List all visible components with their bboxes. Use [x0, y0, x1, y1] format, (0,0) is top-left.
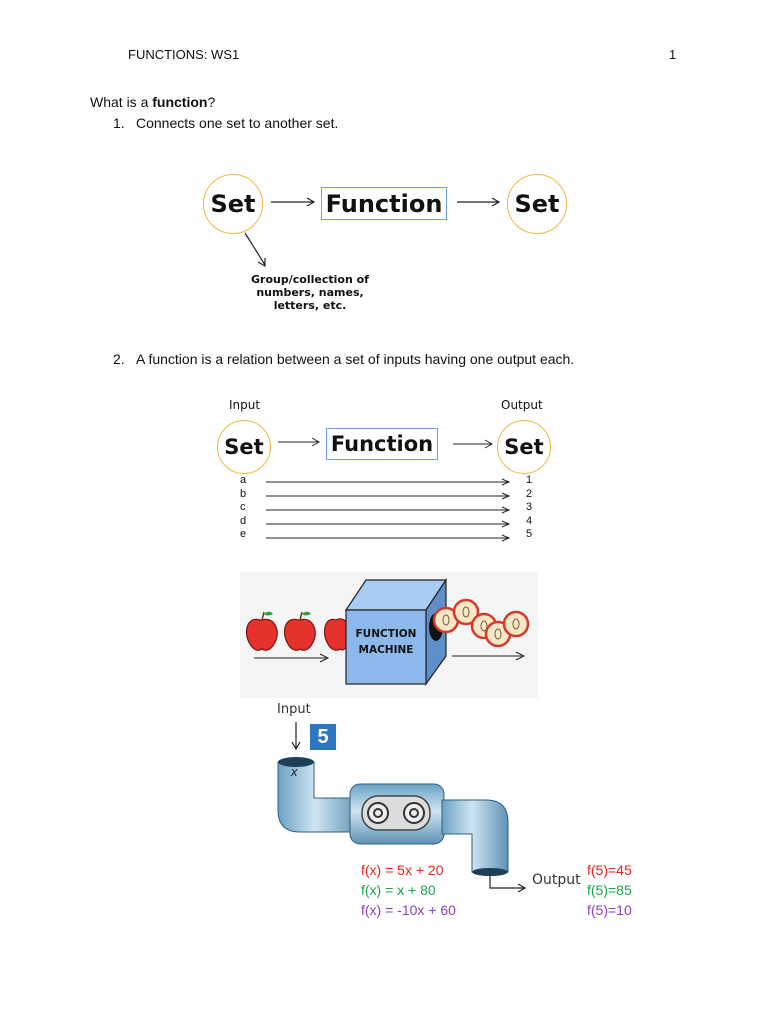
input-value: e [240, 528, 247, 540]
pipe-variable: x [291, 764, 298, 779]
result-green: f(5)=85 [587, 882, 632, 898]
list-item-1-text: Connects one set to another set. [136, 115, 339, 131]
apple-icon [323, 618, 349, 651]
pipe-graphic [277, 722, 527, 893]
function-machine-graphic [245, 578, 530, 686]
output-value: 1 [526, 474, 533, 486]
equation-red: f(x) = 5x + 20 [361, 862, 444, 878]
annotation-line: numbers, names, [256, 286, 364, 299]
apple-half-icon [502, 610, 530, 638]
input-label: Input [229, 398, 261, 412]
function-box: Function [321, 187, 447, 220]
output-value: 3 [526, 501, 533, 513]
set-circle-left: Set [203, 174, 263, 234]
input-output-diagram: Input Output Set Function Set a b c d e … [208, 392, 558, 552]
annotation-line: Group/collection of [251, 273, 369, 286]
arrow-right-icon [453, 439, 494, 449]
pipe-function-machine: Input 5 x Output [270, 700, 610, 900]
mapping-arrows [266, 437, 511, 542]
question-text: What is a [90, 94, 153, 110]
output-value: 4 [526, 514, 533, 527]
set-annotation: Group/collection of numbers, names, lett… [245, 273, 375, 312]
result-list: f(5)=45 f(5)=85 f(5)=10 [587, 860, 632, 920]
apple-half-icon [452, 598, 480, 626]
mapping-arrow [266, 506, 511, 514]
output-values: 1 2 3 4 5 [526, 474, 532, 542]
question-keyword: function [152, 94, 208, 110]
mapping-arrow [266, 534, 511, 542]
input-value: c [240, 501, 246, 513]
machine-label: FUNCTION MACHINE [346, 626, 426, 658]
mapping-arrow [266, 478, 511, 486]
list-item-2-number: 2. [113, 351, 125, 367]
document-title: FUNCTIONS: WS1 [128, 47, 240, 62]
input-set-circle: Set [217, 420, 271, 474]
arrow-down-icon [291, 722, 301, 751]
arrow-right-icon [271, 197, 316, 207]
input-value-badge: 5 [310, 724, 336, 750]
set-function-diagram: Set Function Set Group/collection of num… [195, 165, 585, 315]
arrow-right-icon [278, 437, 321, 447]
question-mark: ? [207, 94, 216, 110]
apple-icon [245, 611, 278, 651]
diagram-arrows [244, 197, 501, 268]
arrow-right-icon [457, 197, 501, 207]
function-box: Function [326, 428, 438, 460]
arrow-right-icon [489, 876, 527, 893]
input-value: d [240, 514, 247, 527]
machine-label-line: FUNCTION [355, 628, 417, 640]
result-red: f(5)=45 [587, 862, 632, 878]
input-value: a [240, 474, 247, 486]
machine-label-line: MACHINE [358, 644, 414, 656]
list-item-2-text: A function is a relation between a set o… [136, 351, 575, 367]
output-set-circle: Set [497, 420, 551, 474]
mapping-arrow [266, 492, 511, 500]
arrow-down-icon [244, 232, 266, 268]
list-item-1-number: 1. [113, 115, 125, 131]
result-purple: f(5)=10 [587, 902, 632, 918]
input-values: a b c d e [240, 474, 246, 542]
function-machine-illustration: FUNCTION MACHINE [240, 572, 538, 698]
annotation-line: letters, etc. [273, 299, 347, 312]
arrow-right-icon [254, 653, 330, 663]
input-value: b [240, 487, 247, 500]
pipe-output-label: Output [532, 872, 581, 888]
set-circle-right: Set [507, 174, 567, 234]
page-number: 1 [669, 47, 677, 62]
question: What is a function? [90, 94, 215, 110]
output-label: Output [501, 398, 543, 412]
equation-list: f(x) = 5x + 20 f(x) = x + 80 f(x) = -10x… [361, 860, 456, 920]
arrow-right-icon [452, 651, 526, 661]
output-value: 2 [526, 487, 533, 500]
pipe-input-label: Input [277, 702, 311, 717]
apple-icon [283, 611, 316, 651]
output-value: 5 [526, 528, 533, 540]
equation-green: f(x) = x + 80 [361, 882, 436, 898]
mapping-arrow [266, 520, 511, 528]
equation-purple: f(x) = -10x + 60 [361, 902, 456, 918]
